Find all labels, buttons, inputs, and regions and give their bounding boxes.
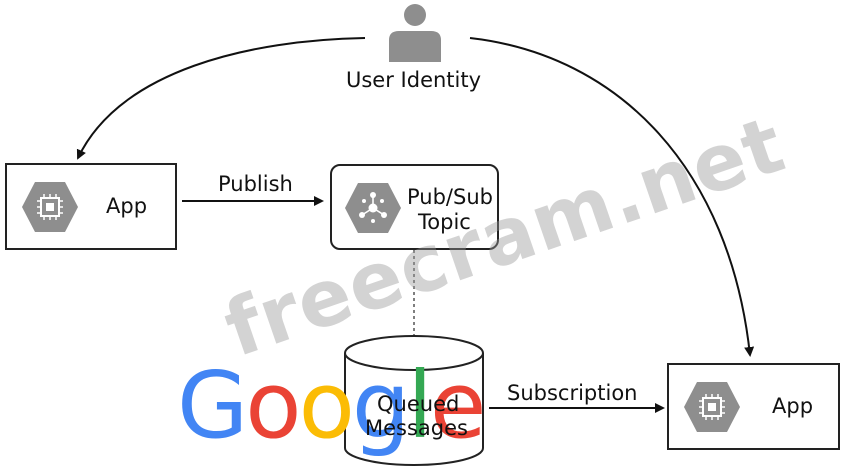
queued-messages-label-line1: Queued	[377, 392, 460, 416]
pubsub-topic-label-line2: Topic	[418, 210, 471, 234]
pubsub-topic-box: Pub/Sub Topic	[330, 164, 499, 250]
google-logo-letter-3: o	[298, 352, 355, 459]
google-logo-letter-6: e	[429, 352, 487, 459]
pubsub-topic-label-line1: Pub/Sub	[407, 185, 493, 209]
google-logo-letter-1: G	[177, 352, 248, 459]
google-logo-letter-2: o	[245, 352, 301, 459]
message-queue-cylinder	[344, 335, 484, 466]
publisher-app-box: App	[5, 163, 177, 250]
compute-chip-icon	[684, 382, 740, 432]
subscriber-app-box: App	[667, 363, 840, 450]
subscriber-app-label: App	[772, 394, 814, 418]
google-logo-letter-4: g	[351, 352, 410, 459]
identity-to-subscriber-arrow	[469, 37, 755, 357]
user-identity-label: User Identity	[346, 68, 482, 92]
subscription-label: Subscription	[507, 381, 638, 405]
pubsub-hub-icon	[345, 183, 401, 233]
identity-to-publisher-arrow	[76, 37, 366, 160]
user-person-icon	[389, 4, 441, 62]
google-logo-overlay: Google	[177, 360, 486, 452]
publish-label: Publish	[218, 172, 293, 196]
queued-messages-label-line2: Messages	[365, 416, 468, 440]
google-logo-letter-5: l	[407, 352, 433, 459]
publisher-app-label: App	[106, 194, 148, 218]
compute-chip-icon	[22, 182, 78, 232]
